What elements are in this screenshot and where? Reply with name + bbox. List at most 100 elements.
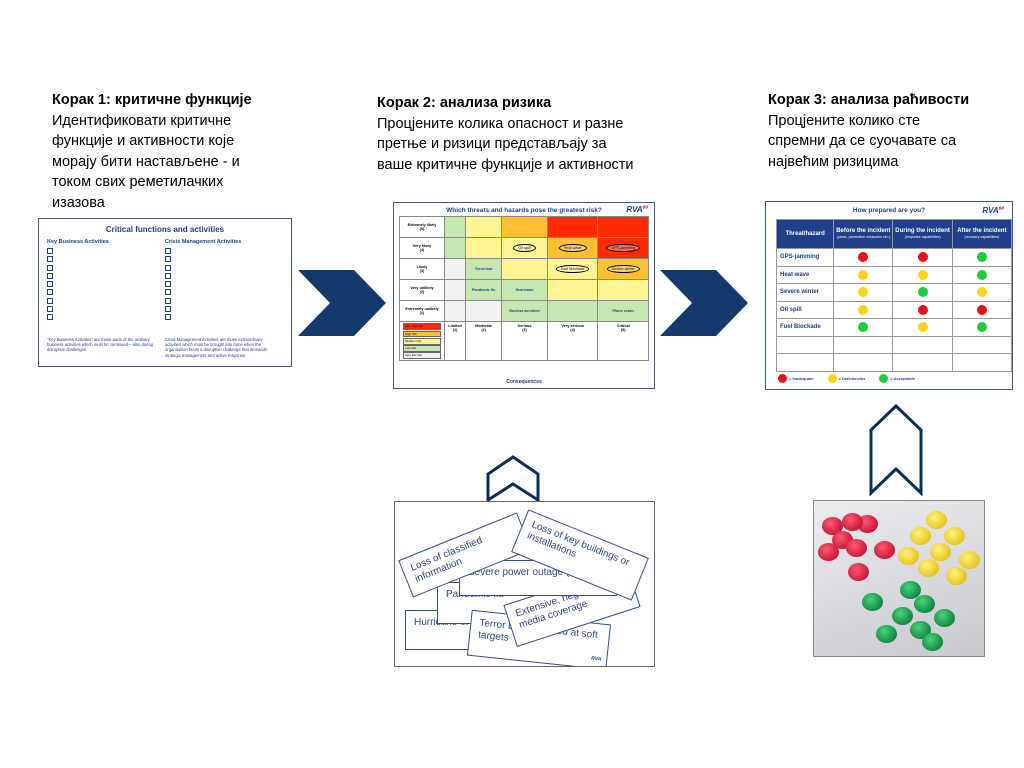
up-arrow-outline-icon bbox=[486, 455, 540, 502]
risk-cell bbox=[465, 300, 503, 322]
risk-matrix-panel: Which threats and hazards pose the great… bbox=[393, 202, 655, 389]
checkbox-icon bbox=[165, 289, 171, 296]
rating-cell bbox=[951, 248, 1013, 267]
checkbox-icon bbox=[47, 281, 53, 288]
yellow-dot-icon bbox=[976, 287, 987, 298]
critical-functions-title: Critical functions and activities bbox=[105, 225, 225, 234]
threat-name: Severe winter bbox=[775, 283, 835, 302]
consequence-label: Very serious(4) bbox=[546, 321, 599, 361]
rva-logo: RVA60 bbox=[982, 206, 1004, 215]
preparedness-row: Heat wave bbox=[775, 265, 1013, 284]
matrix-row: Extremely likely(5) bbox=[399, 216, 649, 238]
consequence-label: Serious(3) bbox=[501, 321, 548, 361]
red-disc bbox=[822, 517, 843, 535]
consequence-label: Critical(5) bbox=[597, 321, 649, 361]
green-disc bbox=[892, 607, 913, 625]
yellow-disc bbox=[946, 567, 967, 585]
legend-entry: Very low risk bbox=[403, 352, 441, 359]
step-3-text: Корак 3: анализа раћивости Процјените ко… bbox=[768, 90, 1008, 172]
rating-cell bbox=[892, 265, 953, 284]
risk-cell: Oil spill bbox=[501, 237, 548, 259]
checkbox-icon bbox=[165, 281, 171, 288]
legend-label: = Acceptable bbox=[890, 376, 915, 381]
rating-cell bbox=[892, 335, 953, 354]
rating-cell bbox=[833, 300, 894, 319]
threat-name: GPS-jamming bbox=[775, 248, 835, 267]
consequence-label: Limited(1) bbox=[443, 321, 467, 361]
green-dot-icon bbox=[976, 322, 987, 333]
consequences-label: Consequences bbox=[506, 379, 542, 385]
green-dot-icon bbox=[858, 322, 869, 333]
preparedness-header: After the incident(recovery capabilities… bbox=[951, 219, 1013, 249]
step-3-line: највећим ризицима bbox=[768, 153, 899, 170]
key-business-header: Key Business Activities bbox=[47, 239, 109, 245]
red-disc bbox=[846, 539, 867, 557]
risk-cell bbox=[443, 237, 467, 259]
preparedness-legend: = Inadequate= Deficiencies= Acceptable bbox=[778, 374, 929, 383]
green-disc bbox=[922, 633, 943, 651]
risk-cell: Hurricane bbox=[501, 279, 548, 301]
threat-label: Plane crash bbox=[612, 309, 634, 313]
risk-cell bbox=[465, 216, 503, 238]
risk-cell bbox=[546, 300, 599, 322]
step-2-line: претње и ризици представљају за bbox=[377, 136, 607, 152]
rating-cell bbox=[833, 335, 894, 354]
rating-cell bbox=[892, 283, 953, 302]
likelihood-label: Very unlikely(2) bbox=[399, 279, 445, 301]
preparedness-row: Fuel Blockade bbox=[775, 318, 1013, 337]
right-arrow-icon bbox=[298, 270, 386, 336]
threat-name: Fuel Blockade bbox=[775, 318, 835, 337]
rating-cell bbox=[892, 318, 953, 337]
risk-cell: Severe winter bbox=[597, 258, 649, 280]
green-disc bbox=[900, 581, 921, 599]
checkbox-icon bbox=[165, 248, 171, 254]
threat-cards-panel: Hurricane of the Pandemic flu Terror bom… bbox=[394, 501, 655, 667]
risk-cell bbox=[443, 279, 467, 301]
step-3-line: спремни да се суочавате са bbox=[768, 133, 957, 149]
likelihood-label: Likely(3) bbox=[399, 258, 445, 280]
yellow-dot-icon bbox=[858, 287, 869, 298]
threat-label: Hurricane bbox=[515, 288, 534, 292]
preparedness-panel: How prepared are you? RVA60 Threat/hazar… bbox=[765, 201, 1013, 390]
legend-entry: High risk bbox=[403, 330, 441, 338]
risk-cell: GPS-jamming bbox=[597, 237, 649, 259]
risk-cell: Nuclear accident bbox=[501, 300, 548, 322]
checkbox-icon bbox=[47, 289, 53, 296]
green-disc bbox=[914, 595, 935, 613]
checkbox-icon bbox=[165, 314, 171, 321]
risk-cell bbox=[546, 216, 599, 238]
green-disc bbox=[876, 625, 897, 643]
crisis-management-header: Crisis Management Activities bbox=[165, 239, 242, 245]
green-dot-icon bbox=[976, 252, 987, 263]
circled-threat: Severe winter bbox=[606, 265, 640, 273]
risk-cell bbox=[443, 300, 467, 322]
rating-cell bbox=[833, 283, 894, 302]
rating-cell bbox=[833, 353, 894, 372]
red-disc bbox=[874, 541, 895, 559]
red-disc bbox=[848, 563, 869, 581]
step-1-heading: Корак 1: критичне функције bbox=[52, 92, 252, 108]
checkbox-icon bbox=[165, 256, 171, 263]
preparedness-row bbox=[775, 353, 1013, 372]
step-1-line: Идентификовати критичне bbox=[52, 112, 232, 129]
rating-cell bbox=[951, 283, 1013, 302]
checkbox-icon bbox=[47, 264, 53, 271]
red-dot-icon bbox=[778, 374, 787, 383]
risk-cell: Terrorism bbox=[465, 258, 503, 280]
circled-threat: Heat wave bbox=[558, 244, 587, 252]
threat-card-text: Severe power outage (>12h) bbox=[468, 567, 596, 578]
up-arrow-outline-icon bbox=[869, 403, 923, 496]
preparedness-title: How prepared are you? bbox=[852, 207, 926, 214]
threat-label: Terrorism bbox=[474, 267, 493, 271]
step-1-line: морају бити настављене - и bbox=[52, 153, 240, 170]
red-dot-icon bbox=[917, 304, 928, 315]
threat-card-text: Loss of key buildings or installations bbox=[525, 519, 631, 569]
step-1-line: функције и активности које bbox=[52, 133, 235, 149]
rating-cell bbox=[951, 335, 1013, 354]
red-dot-icon bbox=[917, 252, 928, 263]
rating-cell bbox=[833, 248, 894, 267]
